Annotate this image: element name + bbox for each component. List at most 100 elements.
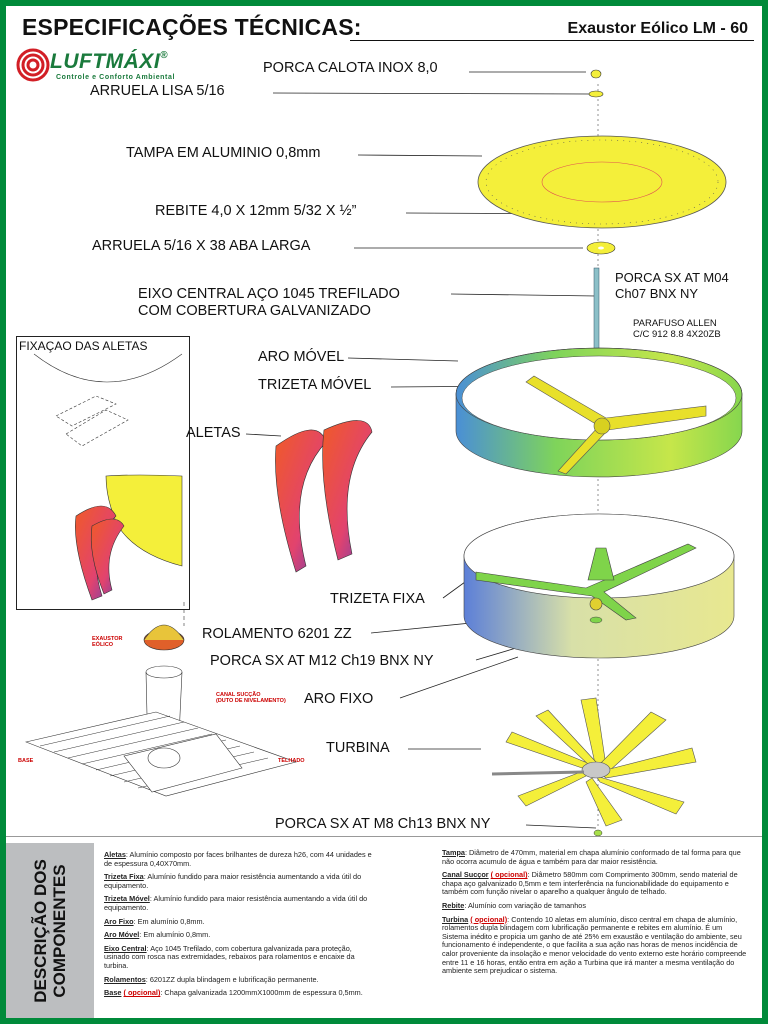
install-canal-line2: (DUTO DE NIVELAMENTO) bbox=[216, 698, 286, 704]
label-aro-fixo: ARO FIXO bbox=[304, 691, 374, 707]
description-text: : Diâmetro 580mm com Comprimento 300mm, … bbox=[442, 870, 738, 897]
label-porca-calota: PORCA CALOTA INOX 8,0 bbox=[263, 60, 438, 76]
porca-calota-shape bbox=[590, 69, 602, 79]
description-entry: Rolamentos: 6201ZZ dupla blindagem e lub… bbox=[104, 974, 376, 985]
description-text: : Chapa galvanizada 1200mmX1000mm de esp… bbox=[160, 988, 363, 998]
description-entry: Aro Móvel: Em alumínio 0,8mm. bbox=[104, 930, 376, 940]
arruela-lisa-shape bbox=[588, 90, 604, 98]
label-porca-m04-line1: PORCA SX AT M04 bbox=[615, 270, 729, 285]
product-model: Exaustor Eólico LM - 60 bbox=[567, 20, 748, 37]
description-entry: Trizeta Móvel: Alumínio fundido para mai… bbox=[104, 895, 376, 912]
label-parafuso-line2: C/C 912 8.8 4X20ZB bbox=[633, 329, 721, 340]
label-eixo-central: EIXO CENTRAL AÇO 1045 TREFILADO COM COBE… bbox=[138, 286, 400, 320]
description-term: Canal Sucçor bbox=[442, 870, 489, 880]
description-sidebar: DESCRIÇÃO DOS COMPONENTES bbox=[6, 843, 94, 1018]
label-eixo-line1: EIXO CENTRAL AÇO 1045 TREFILADO bbox=[138, 286, 400, 302]
label-eixo-line2: COM COBERTURA GALVANIZADO bbox=[138, 303, 371, 319]
description-text: : Contendo 10 aletas em alumínio, disco … bbox=[442, 914, 747, 976]
install-exaustor-line1: EXAUSTOR bbox=[92, 636, 123, 642]
install-label-telhado: TELHADO bbox=[278, 758, 305, 764]
label-porca-m04-line2: Ch07 BNX NY bbox=[615, 286, 699, 301]
description-text: : 6201ZZ dupla blindagem e lubrificação … bbox=[145, 974, 319, 984]
page-title: ESPECIFICAÇÕES TÉCNICAS: bbox=[22, 14, 362, 40]
label-arruela-aba: ARRUELA 5/16 X 38 ABA LARGA bbox=[92, 238, 311, 254]
label-turbina: TURBINA bbox=[326, 740, 390, 756]
description-entry: Tampa: Diâmetro de 470mm, material em ch… bbox=[442, 848, 748, 866]
label-trizeta-movel: TRIZETA MÓVEL bbox=[258, 377, 372, 393]
description-entry: Turbina ( opcional): Contendo 10 aletas … bbox=[442, 914, 748, 976]
install-label-base: BASE bbox=[18, 758, 34, 764]
description-text: : Alumínio fundido para maior resistênci… bbox=[104, 894, 368, 912]
brand-logo: LUFTMÁXI® Controle e Conforto Ambiental bbox=[16, 48, 216, 88]
label-tampa: TAMPA EM ALUMINIO 0,8mm bbox=[126, 145, 321, 161]
description-heading: DESCRIÇÃO DOS COMPONENTES bbox=[31, 859, 69, 1003]
description-term: Trizeta Móvel bbox=[104, 894, 150, 904]
logo-tagline: Controle e Conforto Ambiental bbox=[56, 74, 176, 81]
turbina-shape bbox=[491, 697, 697, 827]
description-term: Turbina bbox=[442, 914, 469, 924]
install-exaustor-line2: EÓLICO bbox=[92, 642, 114, 648]
description-left-column: Aletas: Alumínio composto por faces bril… bbox=[104, 850, 376, 1003]
optional-flag: ( opcional) bbox=[490, 870, 528, 880]
description-heading-line2: COMPONENTES bbox=[50, 864, 69, 998]
description-term: Aro Fixo bbox=[104, 916, 134, 926]
install-canal-line1: CANAL SUCÇÃO bbox=[216, 692, 261, 698]
component-description: DESCRIÇÃO DOS COMPONENTES Aletas: Alumín… bbox=[6, 836, 762, 1018]
header-rule bbox=[350, 40, 754, 41]
label-arruela-lisa: ARRUELA LISA 5/16 bbox=[90, 83, 225, 99]
description-text: : Alumínio fundido para maior resistênci… bbox=[104, 872, 362, 890]
description-term: Eixo Central bbox=[104, 943, 147, 953]
registered-mark: ® bbox=[160, 50, 169, 61]
logo-wordmark: LUFTMÁXI bbox=[50, 50, 161, 73]
optional-flag: ( opcional) bbox=[470, 914, 508, 924]
description-text: : Em alumínio 0,8mm. bbox=[139, 930, 211, 940]
description-term: Trizeta Fixa bbox=[104, 872, 144, 882]
description-entry: Canal Sucçor ( opcional): Diâmetro 580mm… bbox=[442, 870, 748, 897]
aletas-shape bbox=[275, 420, 373, 573]
description-entry: Aro Fixo: Em alumínio 0,8mm. bbox=[104, 916, 376, 927]
label-rolamento: ROLAMENTO 6201 ZZ bbox=[202, 626, 352, 642]
inset-drawing bbox=[33, 353, 185, 626]
description-entry: Eixo Central: Aço 1045 Trefilado, com co… bbox=[104, 943, 376, 971]
inset-title: FIXAÇAO DAS ALETAS bbox=[19, 339, 148, 353]
label-porca-m8: PORCA SX AT M8 Ch13 BNX NY bbox=[275, 816, 491, 832]
description-heading-line1: DESCRIÇÃO DOS bbox=[31, 859, 50, 1003]
aro-fixo-shape bbox=[463, 513, 735, 659]
description-entry: Base ( opcional): Chapa galvanizada 1200… bbox=[104, 988, 376, 998]
fin-fixing-inset: FIXAÇAO DAS ALETAS bbox=[16, 336, 190, 610]
label-porca-m04: PORCA SX AT M04 Ch07 BNX NY bbox=[615, 270, 729, 302]
spec-sheet: ESPECIFICAÇÕES TÉCNICAS: Exaustor Eólico… bbox=[6, 6, 762, 1018]
description-entry: Aletas: Alumínio composto por faces bril… bbox=[104, 850, 376, 868]
label-parafuso-allen: PARAFUSO ALLEN C/C 912 8.8 4X20ZB bbox=[633, 318, 721, 340]
description-term: Aletas bbox=[104, 850, 126, 859]
description-term: Aro Móvel bbox=[104, 930, 140, 940]
description-right-column: Tampa: Diâmetro de 470mm, material em ch… bbox=[442, 848, 748, 981]
exploded-view-drawing bbox=[24, 69, 743, 836]
tampa-shape bbox=[477, 135, 727, 229]
install-label-exaustor: EXAUSTOR EÓLICO bbox=[92, 636, 122, 648]
arruela-aba-shape bbox=[586, 241, 616, 255]
label-rebite: REBITE 4,0 X 12mm 5/32 X ½” bbox=[155, 203, 357, 219]
logo-spiral-icon bbox=[16, 48, 50, 82]
description-term: Rebite bbox=[442, 900, 465, 910]
description-text: : Em alumínio 0,8mm. bbox=[133, 916, 205, 926]
description-term: Base bbox=[104, 988, 122, 998]
description-entry: Rebite: Alumínio com variação de tamanho… bbox=[442, 900, 748, 911]
description-term: Rolamentos bbox=[104, 974, 146, 984]
label-porca-m12: PORCA SX AT M12 Ch19 BNX NY bbox=[210, 653, 434, 669]
install-label-canal: CANAL SUCÇÃO (DUTO DE NIVELAMENTO) bbox=[216, 692, 286, 704]
label-parafuso-line1: PARAFUSO ALLEN bbox=[633, 318, 717, 329]
label-aletas: ALETAS bbox=[186, 425, 241, 441]
description-term: Tampa bbox=[442, 848, 465, 857]
installation-drawing bbox=[24, 624, 298, 797]
description-text: : Alumínio composto por faces brilhantes… bbox=[104, 850, 372, 868]
description-text: : Aço 1045 Trefilado, com cobertura galv… bbox=[104, 943, 355, 970]
label-trizeta-fixa: TRIZETA FIXA bbox=[330, 591, 425, 607]
porca-m8-shape bbox=[593, 829, 603, 836]
description-text: : Alumínio com variação de tamanhos bbox=[464, 900, 586, 910]
description-text: : Diâmetro de 470mm, material em chapa a… bbox=[442, 848, 741, 866]
description-entry: Trizeta Fixa: Alumínio fundido para maio… bbox=[104, 872, 376, 890]
logo-name: LUFTMÁXI® bbox=[50, 50, 168, 74]
label-aro-movel: ARO MÓVEL bbox=[258, 349, 345, 365]
aro-movel-shape bbox=[455, 347, 743, 478]
